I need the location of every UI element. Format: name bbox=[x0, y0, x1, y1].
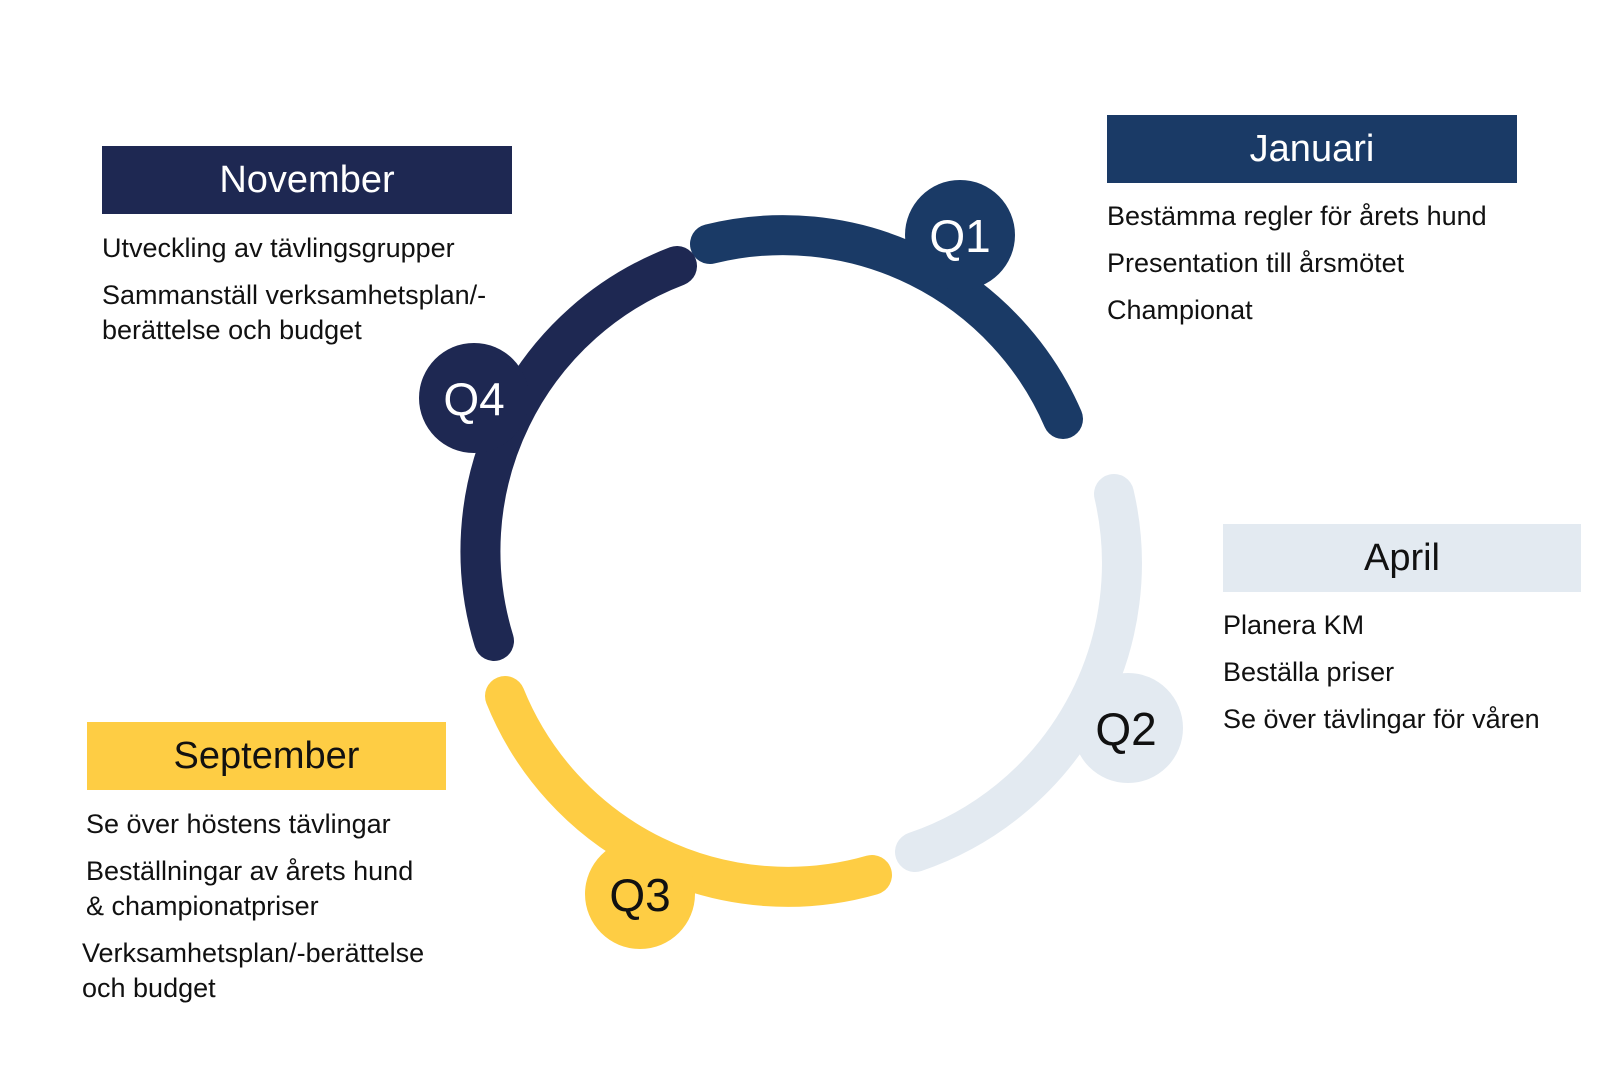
q1-task: Presentation till årsmötet bbox=[1107, 248, 1405, 278]
q2-task: Planera KM bbox=[1223, 610, 1365, 640]
q2-arc bbox=[895, 474, 1142, 872]
q4-arc bbox=[460, 246, 697, 661]
q1-label: Q1 bbox=[929, 210, 990, 262]
q1-task: Championat bbox=[1107, 295, 1253, 325]
q1-month-title: Januari bbox=[1249, 127, 1375, 170]
q2-task-list: Planera KM Beställa priser Se över tävli… bbox=[1223, 608, 1540, 737]
q4-task: Sammanställ verksamhetsplan/- bbox=[102, 280, 487, 310]
q4-month-header: November bbox=[102, 146, 512, 214]
q2-month-title: April bbox=[1363, 536, 1441, 579]
q3-task: och budget bbox=[82, 973, 216, 1003]
q1-task: Bestämma regler för årets hund bbox=[1107, 201, 1487, 231]
q1-bubble bbox=[905, 180, 1015, 290]
q3-task: Beställningar av årets hund bbox=[86, 856, 414, 886]
q1-month-header: Januari bbox=[1107, 115, 1517, 183]
q2-bubble bbox=[1073, 673, 1183, 783]
q1-arc bbox=[690, 215, 1083, 439]
q2-month-header: April bbox=[1223, 524, 1581, 592]
q4-task-list: Utveckling av tävlingsgrupper Sammanstäl… bbox=[102, 231, 486, 348]
q4-month-title: November bbox=[219, 158, 395, 201]
q2-task: Se över tävlingar för våren bbox=[1223, 704, 1540, 734]
q2-label: Q2 bbox=[1095, 703, 1156, 755]
q1-task-list: Bestämma regler för årets hund Presentat… bbox=[1107, 199, 1487, 328]
q3-task-list: Se över höstens tävlingar Beställningar … bbox=[82, 807, 424, 1006]
q3-task: Verksamhetsplan/-berättelse bbox=[82, 938, 425, 968]
q4-task: Utveckling av tävlingsgrupper bbox=[102, 233, 455, 263]
q3-bubble bbox=[585, 839, 695, 949]
q4-label: Q4 bbox=[443, 373, 504, 425]
q3-task: & championatpriser bbox=[86, 891, 319, 921]
q3-month-title: September bbox=[173, 734, 360, 777]
q3-task: Se över höstens tävlingar bbox=[86, 809, 391, 839]
q2-task: Beställa priser bbox=[1223, 657, 1395, 687]
q3-month-header: September bbox=[87, 722, 446, 790]
q3-arc bbox=[485, 676, 892, 907]
q4-bubble bbox=[419, 343, 529, 453]
q3-label: Q3 bbox=[609, 869, 670, 921]
q4-task: berättelse och budget bbox=[102, 315, 362, 345]
